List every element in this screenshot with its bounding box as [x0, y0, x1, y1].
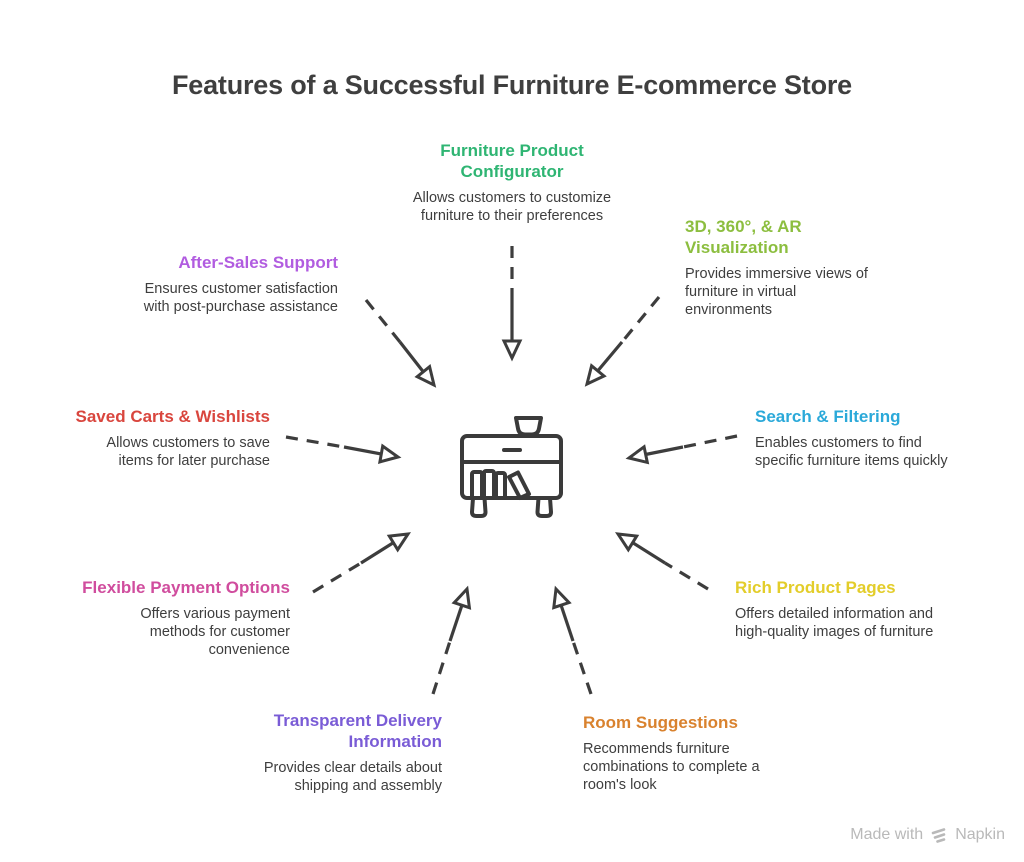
cabinet-body [460, 434, 563, 500]
book [494, 471, 507, 500]
feature-description: Offers detailed information and high-qua… [735, 606, 934, 640]
feature-description: Offers various payment methods for custo… [140, 606, 290, 658]
feature-3d-360-ar-visualization: 3D, 360°, & AR Visualization Provides im… [685, 216, 915, 319]
made-with-label: Made with [850, 826, 924, 843]
feature-description: Provides immersive views of furniture in… [685, 266, 868, 318]
feature-room-suggestions: Room Suggestions Recommends furniture co… [583, 712, 818, 794]
feature-description: Recommends furniture combinations to com… [583, 741, 760, 793]
feature-saved-carts-wishlists: Saved Carts & Wishlists Allows customers… [10, 406, 270, 470]
feature-flexible-payment-options: Flexible Payment Options Offers various … [30, 577, 290, 659]
vase-bowl [514, 416, 543, 437]
feature-description: Enables customers to find specific furni… [755, 435, 948, 469]
feature-title: After-Sales Support [178, 253, 338, 272]
napkin-brand-label: Napkin [955, 826, 1005, 843]
feature-title: Saved Carts & Wishlists [75, 407, 270, 426]
feature-furniture-product-configurator: Furniture Product Configurator Allows cu… [362, 140, 662, 225]
feature-title: Room Suggestions [583, 713, 738, 732]
feature-description: Ensures customer satisfaction with post-… [143, 281, 338, 315]
leaning-book [507, 470, 531, 500]
feature-title: 3D, 360°, & AR Visualization [685, 217, 802, 257]
book [470, 470, 484, 500]
arrow-search-filtering [625, 434, 738, 465]
book [482, 469, 496, 500]
feature-rich-product-pages: Rich Product Pages Offers detailed infor… [735, 577, 990, 641]
arrow-saved-carts-wishlists [285, 435, 402, 464]
feature-description: Provides clear details about shipping an… [263, 760, 442, 794]
feature-search-filtering: Search & Filtering Enables customers to … [755, 406, 1000, 470]
feature-title: Search & Filtering [755, 407, 901, 426]
napkin-logo-icon [931, 828, 946, 843]
furniture-cabinet-icon [460, 416, 563, 518]
feature-title: Flexible Payment Options [82, 578, 290, 597]
feature-title: Rich Product Pages [735, 578, 896, 597]
feature-transparent-delivery-information: Transparent Delivery Information Provide… [182, 710, 442, 795]
arrow-transparent-delivery-information [431, 585, 472, 695]
arrow-furniture-product-configurator [501, 246, 523, 362]
cabinet-leg [470, 496, 488, 518]
arrow-room-suggestions [552, 585, 593, 695]
feature-title: Transparent Delivery Information [273, 711, 442, 751]
cabinet-leg [535, 496, 553, 518]
feature-after-sales-support: After-Sales Support Ensures customer sat… [58, 252, 338, 316]
arrow-3d-360-ar-visualization [584, 295, 661, 387]
feature-description: Allows customers to save items for later… [106, 435, 270, 469]
feature-description: Allows customers to customize furniture … [412, 190, 612, 224]
arrow-flexible-payment-options [312, 532, 412, 594]
page-title: Features of a Successful Furniture E-com… [171, 70, 852, 100]
arrow-rich-product-pages [614, 532, 709, 591]
made-with-napkin-watermark: Made with Napkin [850, 826, 1005, 844]
feature-title: Furniture Product Configurator [440, 141, 584, 181]
arrow-after-sales-support [364, 298, 437, 388]
